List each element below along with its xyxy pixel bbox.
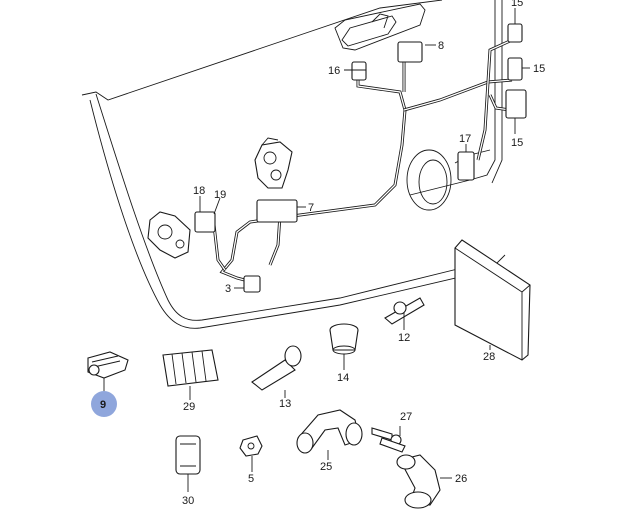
label-16: 16 [328,65,340,77]
clip-12 [384,297,425,325]
label-5: 5 [248,473,254,485]
label-27: 27 [400,411,412,423]
callout-highlight-9 [91,391,117,417]
label-30: 30 [182,495,194,507]
label-18: 18 [193,185,205,197]
connector-17 [457,151,475,181]
window-motor [254,137,293,189]
label-28: 28 [483,351,495,363]
label-26: 26 [455,473,467,485]
grommet-13 [251,345,302,391]
label-15-bottom: 15 [511,137,523,149]
label-29: 29 [183,401,195,413]
screw-27 [371,427,406,453]
label-7: 7 [308,202,314,214]
insulation-pad-28 [454,239,531,361]
label-17: 17 [459,133,471,145]
leader-lines [103,8,530,492]
wiring-harness [212,38,513,284]
door-lock [147,211,191,259]
connector-18 [194,211,216,233]
connector-15-bottom [505,89,527,119]
connector-7 [256,199,298,223]
connector-16 [351,61,367,81]
label-15-top: 15 [511,0,523,9]
label-12: 12 [398,332,410,344]
label-15-mid: 15 [533,63,545,75]
clip-9 [87,351,129,379]
connector-8 [397,41,423,63]
elbow-25 [296,409,363,454]
label-25: 25 [320,461,332,473]
label-14: 14 [337,372,349,384]
clip-strip-29 [162,349,219,387]
connector-3 [243,275,261,293]
clip-5 [239,435,263,457]
label-9: 9 [100,399,106,411]
label-3: 3 [225,283,231,295]
connector-15-top [507,23,523,43]
label-13: 13 [279,398,291,410]
grommet-14 [329,323,359,355]
housing-30 [175,435,201,475]
connector-15-mid [507,57,523,81]
label-19: 19 [214,189,226,201]
elbow-26 [396,454,441,509]
label-8: 8 [438,40,444,52]
